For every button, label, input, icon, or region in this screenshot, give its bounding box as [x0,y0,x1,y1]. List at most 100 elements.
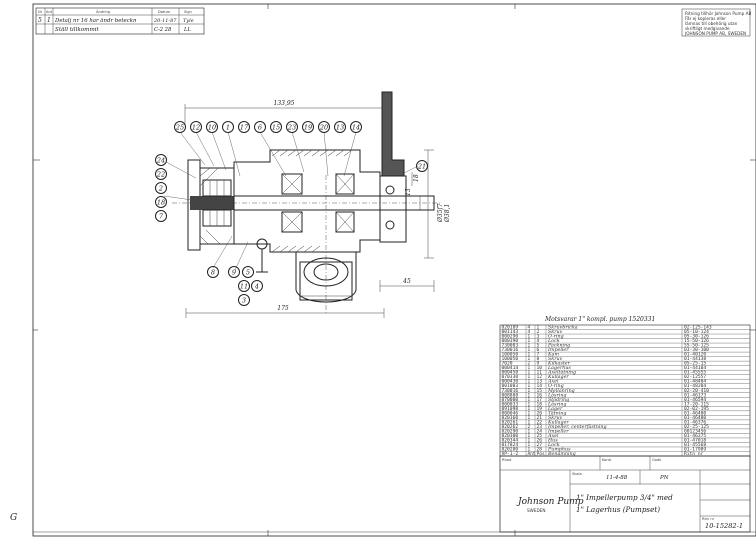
parts-cell-ref: 5 [537,343,540,349]
rev-hdr-date: Datum [158,10,171,14]
parts-cell-ref: 11 [537,370,543,376]
balloon-14: 14 [350,121,362,133]
balloon-20: 20 [318,121,330,133]
parts-cell-ref: 27 [537,442,543,448]
parts-cell-desc: Låsring [547,400,567,407]
parts-cell-desc: Skruv [548,329,563,335]
svg-text:1: 1 [226,124,230,132]
parts-cell-qty: 1 [528,383,531,389]
parts-cell-qty: 1 [528,446,531,452]
svg-text:8: 8 [211,269,215,277]
pump-section-view: 133,95 [163,91,451,318]
title-drawn-by: PN [659,475,669,481]
parts-cell-desc: Benämning [547,451,576,457]
parts-cell-ref: 1 [537,325,540,331]
parts-cell-ref: 26 [537,437,543,443]
parts-cell-part-no: 000033 [502,401,519,407]
parts-cell-desc: Tätning [548,410,566,416]
parts-cell-qty: 1 [528,419,531,425]
svg-text:21: 21 [417,163,426,171]
parts-cell-part-no: 000414 [502,365,519,371]
rev-hdr-sign: Sign [184,10,192,14]
parts-cell-desc: Axel [547,433,559,439]
parts-cell-part-no: 000450 [502,370,519,376]
svg-text:17: 17 [240,124,249,132]
parts-cell-part-no: 100050 [502,352,519,358]
parts-cell-ref: 28 [537,446,543,452]
dim-diameter-b: Ø38,1 [444,204,451,223]
balloon-24: 24 [155,154,167,166]
title-block: Ritad Kontr Godk Skala Ritn nr 11-4-88 P… [499,455,751,533]
balloon-6: 6 [254,121,266,133]
dim-shaft-length: 175 [277,305,289,312]
parts-cell-part-no: 001003 [502,383,519,389]
copyright-line-5: JOHNSON PUMP AB, SWEDEN [684,31,746,36]
company-logo: Johnson Pump [516,497,584,507]
rev-row1-text: Detalj nr 16 har ändr beteckn [54,18,137,24]
svg-text:14: 14 [352,124,360,132]
parts-cell-desc: Kam [547,352,559,358]
parts-cell-desc: Axel [547,379,559,385]
parts-cell-qty: 1 [528,356,531,362]
svg-text:5: 5 [246,269,250,277]
title-line-1: 1" Impellerpump 3/4" med [576,493,673,502]
parts-cell-qty: 1 [528,392,531,398]
parts-cell-ref: 21 [537,415,543,421]
parts-cell-drawing: 02-02-195 [684,406,709,412]
parts-cell-qty: 1 [528,397,531,403]
parts-cell-drawing: 03-30-100 [684,347,709,353]
rev-row1-date: 20-11-87 [153,18,177,24]
parts-cell-drawing: Ritn nr [684,451,704,457]
parts-cell-drawing: 02-25-125 [684,424,709,430]
parts-cell-part-no: 001143 [502,329,519,335]
parts-cell-drawing: 05-10-124 [684,329,709,335]
parts-cell-part-no: 820261 [502,419,519,425]
parts-cell-ref: 19 [537,406,543,412]
parts-cell-drawing: 17-20-115 [684,401,709,407]
parts-cell-qty: 1 [528,428,531,434]
balloon-22: 22 [155,168,167,180]
parts-cell-ref: 16 [537,392,543,398]
parts-cell-desc: Lagerhus [547,365,571,371]
parts-cell-part-no: 820160 [502,415,519,421]
sheet-border [32,3,756,537]
parts-cell-ref: 10 [537,365,543,371]
parts-cell-qty: 1 [528,352,531,358]
parts-cell-drawing: 01-44104 [684,365,706,371]
svg-text:11: 11 [240,283,248,291]
balloon-11: 11 [238,280,250,292]
parts-cell-drawing: 01-46173 [684,392,706,398]
parts-cell-desc: Kullager [547,374,569,380]
svg-text:3: 3 [242,297,246,305]
parts-cell-drawing: 01-46376 [684,419,706,425]
balloon-1: 1 [222,121,234,133]
parts-cell-desc: Hus [547,437,558,443]
parts-cell-ref: 3 [537,334,540,340]
parts-cell-desc: Lock [547,442,560,448]
svg-text:2: 2 [158,185,163,193]
parts-cell-drawing: 05-25-15 [684,361,706,367]
parts-cell-desc: Stödring [548,397,569,403]
parts-cell-desc: Packning [547,343,570,349]
parts-cell-drawing: 01-40120 [684,352,706,358]
margin-mark-left: G [10,513,17,523]
balloon-17: 17 [238,121,250,133]
parts-cell-qty: 2 [528,361,531,367]
balloon-19: 19 [302,121,314,133]
parts-cell-part-no: 100050 [502,356,519,362]
part-balloons: 25 12 10 1 17 6 15 23 19 20 13 14 24 22 … [155,121,428,306]
parts-cell-ref: 24 [537,428,543,434]
parts-cell-ref: 8 [537,356,540,362]
